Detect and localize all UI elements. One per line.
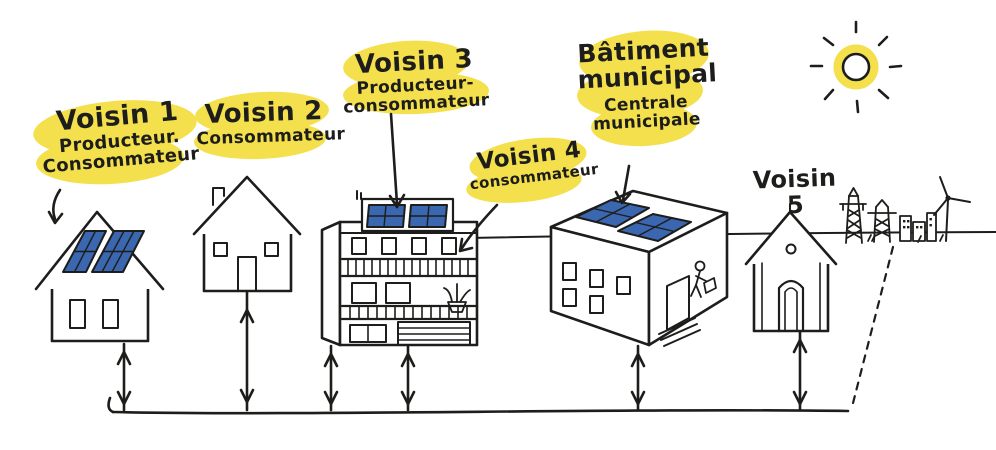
arrow-voisin4 (458, 203, 499, 253)
grid-connector-voisin1 (116, 342, 132, 412)
balcony-plant (443, 283, 471, 313)
window (69, 299, 86, 329)
window (385, 282, 411, 304)
person-figure (690, 260, 717, 298)
label-municipal: Bâtiment municipal Centrale municipale (576, 33, 718, 136)
highlight-blob-municipal (577, 30, 709, 147)
arrow-municipal (614, 164, 632, 205)
label-voisin2-sub1: Consommateur (196, 123, 346, 149)
energy-grid-network (107, 290, 850, 415)
window (264, 242, 279, 257)
balcony-railing (340, 304, 478, 321)
grid-connector-building3-left (323, 344, 339, 412)
garage-door (397, 321, 471, 346)
label-voisin4: Voisin 4 consommateur (466, 137, 600, 194)
label-voisin2: Voisin 2 Consommateur (195, 96, 346, 149)
solar-panel-icon (366, 204, 448, 228)
round-window (785, 243, 797, 255)
label-voisin5: Voisin 5 (741, 164, 849, 220)
highlight-blobs (33, 30, 709, 203)
house-voisin2 (192, 175, 302, 293)
wind-turbine-icon (933, 176, 971, 242)
grid-main-line (111, 409, 850, 415)
house-voisin1 (34, 210, 165, 343)
building-voisin3 (320, 190, 479, 347)
label-voisin1: Voisin 1 Producteur. Consommateur (31, 95, 206, 179)
sun-icon (809, 20, 903, 114)
grid-connector-municipal (630, 344, 646, 412)
window (102, 299, 119, 329)
highlight-blob-voisin4 (466, 137, 587, 203)
top-floor-windows (351, 237, 457, 255)
label-voisin3: Voisin 3 Producteur- consommateur (340, 44, 490, 118)
label-voisin5-title: Voisin 5 (752, 163, 837, 220)
grid-connector-voisin5 (792, 330, 808, 412)
arched-door (777, 279, 805, 333)
entrance (658, 275, 701, 347)
arrow-voisin3 (388, 112, 406, 209)
window (351, 282, 377, 304)
house-voisin5 (744, 203, 838, 333)
highlight-blob-voisin3 (343, 40, 489, 115)
windows (562, 262, 631, 314)
dashed-grid-link (850, 245, 895, 409)
solar-panel-icon (62, 230, 145, 273)
balcony-railing (340, 257, 478, 278)
grid-connector-building3-right (400, 344, 416, 412)
label-arrows (47, 112, 632, 253)
building-municipal (549, 189, 729, 347)
highlight-blob-voisin2 (194, 91, 329, 160)
grid-connector-voisin2 (239, 290, 255, 412)
solar-panel-icon (575, 199, 692, 242)
highlight-blob-voisin1 (33, 100, 197, 185)
city-skyline (867, 212, 944, 243)
window (213, 242, 228, 257)
arrow-voisin1 (47, 188, 64, 225)
